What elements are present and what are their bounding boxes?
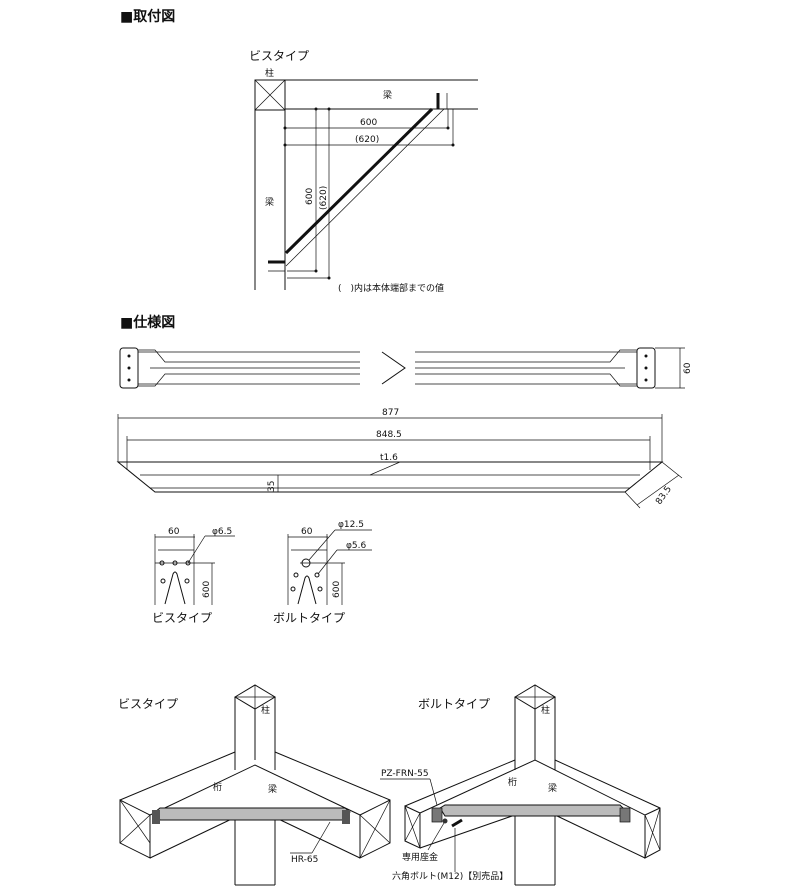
iso-screw-part-label: HR-65: [291, 855, 318, 865]
iso-bolt-title: ボルトタイプ: [418, 697, 490, 711]
iso-screw-title: ビスタイプ: [118, 697, 178, 711]
iso-bolt-washer-label: 専用座金: [402, 851, 438, 863]
end-dim: 83.5: [654, 485, 674, 507]
bolt-plate-detail: 60 φ12.5 φ5.6 600 ボルトタイプ: [273, 520, 372, 625]
iso-bolt-column-label: 柱: [541, 704, 550, 716]
overall-length: 877: [382, 408, 399, 418]
screw-plate-width: 60: [168, 527, 180, 537]
beam-top-label: 梁: [383, 89, 392, 101]
iso-screw-column-label: 柱: [261, 704, 270, 716]
width-dim: 60: [683, 362, 693, 374]
iso-screw-girder-label: 桁: [213, 781, 222, 793]
bolt-pitch-dim: 600: [332, 581, 342, 598]
isometric-bolt-type: ボルトタイプ 柱 桁 梁 PZ-FRN-55 専用座金 六角ボルト(M12)【別…: [380, 684, 661, 886]
screw-pitch-dim: 600: [202, 581, 212, 598]
bolt-plate-label: ボルトタイプ: [273, 611, 345, 625]
height-dim: 35: [267, 481, 277, 492]
bolt-plate-width: 60: [301, 527, 313, 537]
isometric-screw-type: ビスタイプ 柱 桁 梁 HR-65: [118, 684, 391, 886]
screw-hole-dim: φ6.5: [212, 527, 232, 537]
bolt-hole-small-dim: φ5.6: [346, 541, 367, 551]
installation-type-label: ビスタイプ: [249, 49, 309, 63]
iso-bolt-girder-label: 桁: [508, 776, 517, 788]
specification-heading: ■仕様図: [120, 314, 175, 331]
column-label: 柱: [265, 67, 274, 79]
brace-bar: [154, 807, 351, 821]
washer-icon: [442, 818, 448, 824]
brace-bar: [439, 804, 626, 817]
iso-screw-beam-label: 梁: [268, 783, 277, 795]
iso-bolt-part-label: PZ-FRN-55: [381, 769, 429, 779]
iso-bolt-hex-bolt-label: 六角ボルト(M12)【別売品】: [392, 870, 508, 882]
dim-horizontal: 600: [360, 118, 377, 128]
dim-vertical-end: (620): [319, 186, 329, 210]
side-view: 877 848.5 t1.6 35 83.5: [116, 408, 683, 509]
bolt-icon: [451, 818, 463, 828]
break-symbol: [381, 351, 406, 385]
brace-thick-line: [284, 107, 434, 255]
plan-view: 60: [119, 347, 693, 389]
screw-plate-label: ビスタイプ: [152, 611, 212, 625]
bolt-hole-large-dim: φ12.5: [338, 520, 364, 530]
thickness: t1.6: [380, 453, 398, 463]
iso-bolt-beam-label: 梁: [548, 782, 557, 794]
dim-horizontal-end: (620): [355, 135, 379, 145]
beam-left-label: 梁: [265, 196, 274, 208]
screw-plate-detail: 60 φ6.5 600 ビスタイプ: [152, 527, 235, 625]
dim-vertical: 600: [305, 188, 315, 205]
installation-heading: ■取付図: [120, 8, 175, 25]
installation-diagram: 柱 梁 梁 600 (620) 600 (620) ( )内は本体端部までの値: [254, 67, 478, 294]
inner-length: 848.5: [376, 430, 402, 440]
installation-note: ( )内は本体端部までの値: [338, 282, 444, 294]
